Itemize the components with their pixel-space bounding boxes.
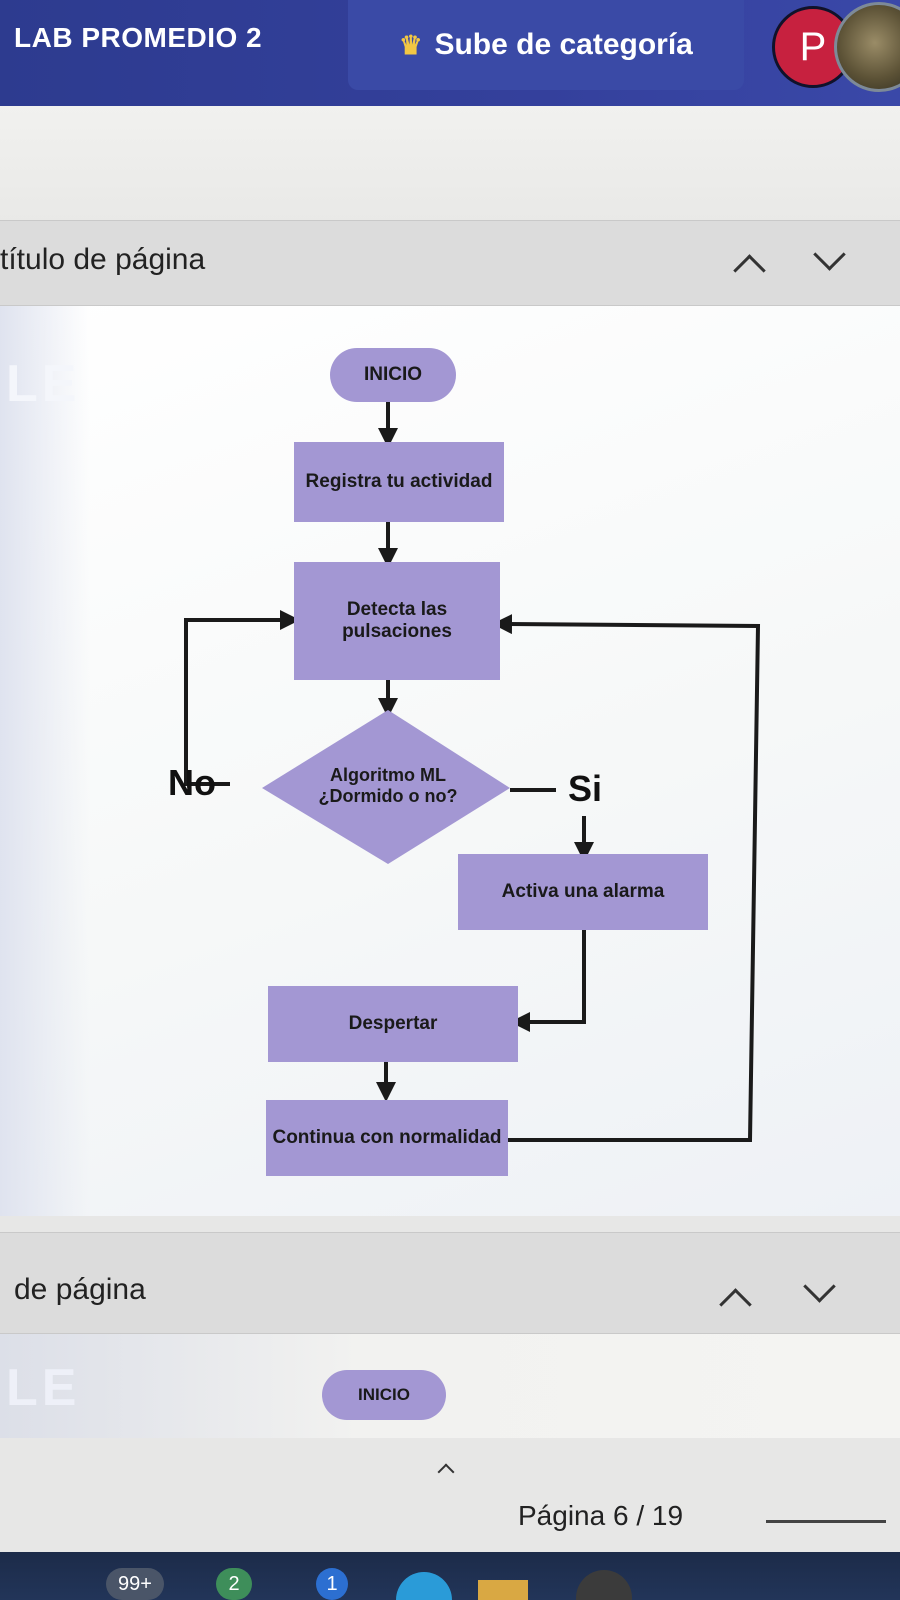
arrow-no-loop bbox=[184, 610, 300, 786]
scroll-up-icon[interactable] bbox=[437, 1463, 455, 1481]
flow-wake-node[interactable]: Despertar bbox=[268, 986, 518, 1062]
flow-detect-line2: pulsaciones bbox=[342, 621, 452, 642]
mail-badge[interactable]: 99+ bbox=[106, 1568, 164, 1600]
zoom-slider[interactable] bbox=[766, 1520, 886, 1523]
flow-decision-text[interactable]: Algoritmo ML ¿Dormido o no? bbox=[300, 762, 476, 810]
chevron-down-icon-2[interactable] bbox=[803, 1270, 836, 1303]
flow-detect-node[interactable]: Detecta las pulsaciones bbox=[294, 562, 500, 680]
notification-badge[interactable]: 1 bbox=[316, 1568, 348, 1600]
flow-label-yes: Si bbox=[568, 768, 603, 809]
chevron-down-icon[interactable] bbox=[813, 238, 846, 271]
chat-badge[interactable]: 2 bbox=[216, 1568, 252, 1600]
page-title-bar-2: de página bbox=[0, 1232, 900, 1334]
editor-header: LAB PROMEDIO 2 ♛ Sube de categoría P bbox=[0, 0, 900, 106]
flow-decision-line1: Algoritmo ML bbox=[330, 765, 446, 786]
flow-label-no: No bbox=[168, 762, 216, 803]
next-page-text-fragment: LE bbox=[6, 1359, 81, 1417]
chevron-up-icon-2[interactable] bbox=[719, 1288, 752, 1321]
slide-canvas[interactable]: LE INICIO Registra tu actividad Detecta … bbox=[0, 306, 900, 1216]
arrow-alarm-wake bbox=[510, 926, 586, 1032]
page-title-bar: título de página bbox=[0, 220, 900, 306]
upgrade-label: Sube de categoría bbox=[434, 28, 693, 61]
upgrade-button[interactable]: ♛ Sube de categoría bbox=[348, 0, 744, 90]
folder-icon[interactable] bbox=[478, 1580, 528, 1600]
flow-start-node[interactable]: INICIO bbox=[330, 348, 456, 402]
decision-diamond bbox=[262, 710, 510, 864]
flowchart-connectors bbox=[184, 402, 761, 1142]
flow-decision-line2: ¿Dormido o no? bbox=[318, 786, 458, 806]
flow-alarm-node[interactable]: Activa una alarma bbox=[458, 854, 708, 930]
page-title-label-2[interactable]: de página bbox=[14, 1273, 146, 1306]
flow-register-node[interactable]: Registra tu actividad bbox=[294, 442, 504, 522]
chevron-up-icon[interactable] bbox=[733, 254, 766, 287]
flow-continue-node[interactable]: Continua con normalidad bbox=[266, 1100, 508, 1176]
document-title[interactable]: LAB PROMEDIO 2 bbox=[14, 22, 263, 53]
arrow-continue-loop bbox=[492, 614, 761, 1142]
canvas-shade bbox=[0, 306, 90, 1216]
crown-icon: ♛ bbox=[399, 29, 423, 60]
page-gap bbox=[0, 106, 900, 222]
page-text-fragment: LE bbox=[6, 355, 81, 413]
next-page-preview[interactable]: LE INICIO bbox=[0, 1334, 900, 1438]
page-title-label[interactable]: título de página bbox=[0, 243, 206, 276]
flow-detect-line1: Detecta las bbox=[346, 599, 448, 621]
next-page-start-node: INICIO bbox=[322, 1370, 446, 1420]
collaborator-avatar[interactable] bbox=[834, 2, 900, 92]
page-indicator: Página 6 / 19 bbox=[518, 1500, 684, 1531]
